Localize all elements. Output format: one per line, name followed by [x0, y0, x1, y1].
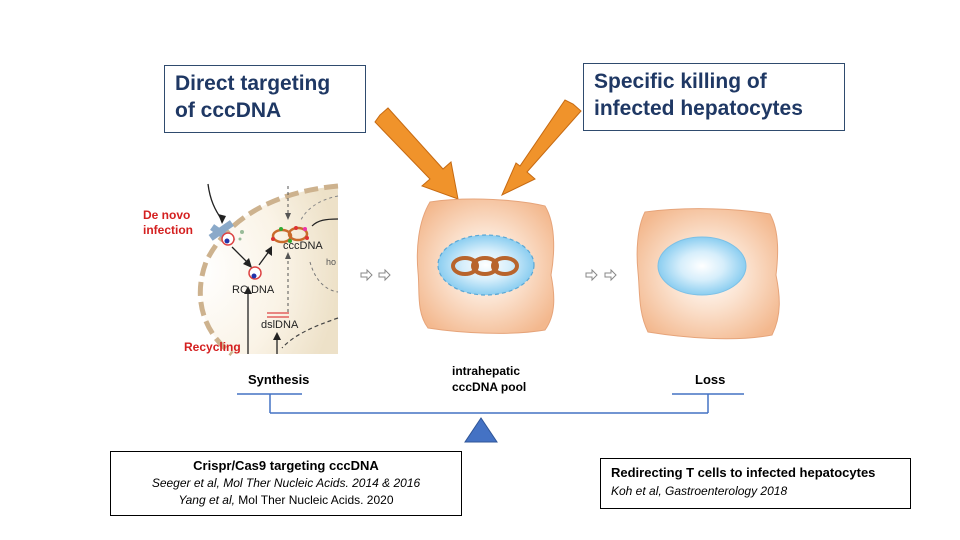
- arrow-right-orange: [500, 99, 582, 197]
- cccdna-ring-icon: [451, 256, 519, 276]
- balance-fulcrum: [464, 417, 498, 443]
- callout-right-line2: infected hepatocytes: [594, 97, 803, 120]
- de-novo-line1: De novo: [143, 208, 191, 222]
- callout-left-line1: Direct targeting: [175, 72, 331, 95]
- pool-line2: cccDNA pool: [452, 380, 527, 394]
- rc-dna-label: RC DNA: [232, 284, 275, 296]
- callout-specific-killing: Specific killing of infected hepatocytes: [583, 63, 845, 131]
- arrow-left-orange: [374, 107, 459, 200]
- de-novo-line2: infection: [143, 223, 193, 237]
- crispr-ref-title: Crispr/Cas9 targeting cccDNA: [193, 458, 379, 473]
- callout-left-line2: of cccDNA: [175, 99, 282, 122]
- dsl-dna-label: dslDNA: [261, 319, 299, 331]
- crispr-ref-line2: Yang et al, Mol Ther Nucleic Acids. 2020: [111, 493, 461, 507]
- cleared-hepatocyte-cell: [636, 208, 780, 340]
- cell-detail-panel: [180, 182, 339, 357]
- cccdna-ring-icon: [271, 226, 309, 244]
- cccdna-small-label: cccDNA: [283, 240, 323, 252]
- crispr-ref-line2-journal: Mol Ther Nucleic Acids. 2020: [234, 493, 394, 507]
- tcell-ref-title: Redirecting T cells to infected hepatocy…: [611, 465, 876, 480]
- infected-hepatocyte-cell: [416, 198, 555, 334]
- tcell-reference-box: Redirecting T cells to infected hepatocy…: [600, 458, 911, 509]
- synthesis-label: Synthesis: [248, 372, 310, 387]
- crispr-ref-line1: Seeger et al, Mol Ther Nucleic Acids. 20…: [151, 476, 421, 490]
- callout-right-line1: Specific killing of: [594, 70, 767, 93]
- process-arrow-icon: [360, 268, 617, 282]
- de-novo-infection-label: De novo infection: [143, 208, 193, 238]
- crispr-ref-line2-authors: Yang et al,: [178, 493, 235, 507]
- loss-label: Loss: [695, 372, 726, 387]
- cccdna-pool-label: intrahepatic cccDNA pool: [452, 363, 526, 395]
- recycling-label: Recycling: [184, 340, 241, 354]
- balance-scale: [237, 393, 744, 414]
- crispr-reference-box: Crispr/Cas9 targeting cccDNA Seeger et a…: [110, 451, 462, 516]
- ho-label: ho: [326, 257, 337, 267]
- tcell-ref-line1: Koh et al, Gastroenterology 2018: [611, 484, 788, 498]
- callout-direct-targeting: Direct targeting of cccDNA: [164, 65, 366, 133]
- pool-line1: intrahepatic: [452, 364, 521, 378]
